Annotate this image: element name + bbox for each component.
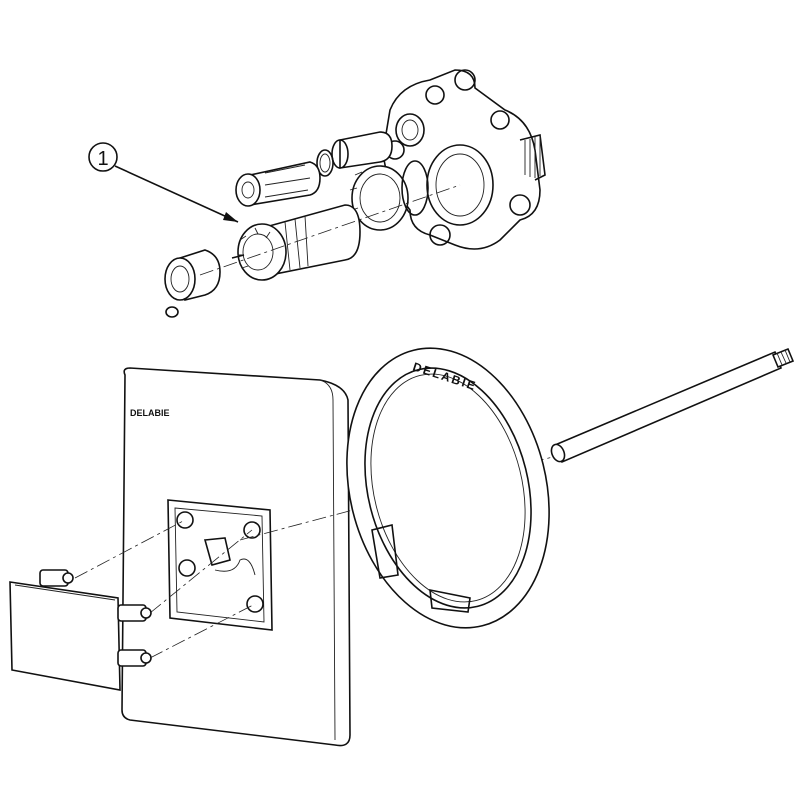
nut [349,165,409,231]
o-ring-large [401,160,429,216]
cap [164,249,221,301]
threaded-rod [550,347,795,464]
leader-arrowhead [223,212,238,222]
push-button-cover [9,569,152,691]
screw-small [165,306,179,318]
plate-brand-logo: DELABIE [130,408,170,418]
cartridge [231,204,361,281]
mounting-ring: DELABIE [346,347,550,629]
callout-1: 1 [88,142,239,223]
filter-insert [235,161,321,207]
callout-number: 1 [97,148,108,170]
wall-plate: DELABIE [121,367,351,747]
o-ring-small [316,149,334,177]
tube [331,131,393,169]
valve-body [382,69,546,250]
leader-line [114,165,239,223]
